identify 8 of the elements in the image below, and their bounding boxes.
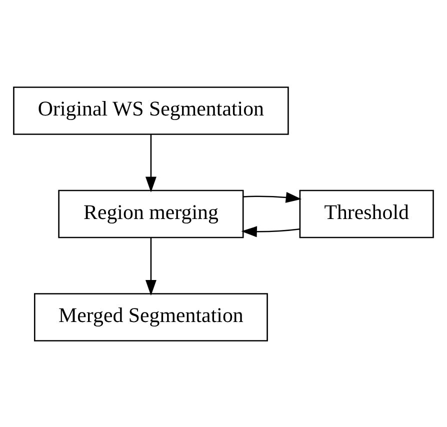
- arrow: [241, 226, 300, 237]
- node-box: Original WS Segmentation: [13, 86, 289, 134]
- node-box: Region merging: [58, 189, 244, 238]
- arrow: [145, 237, 156, 296]
- arrow: [145, 134, 156, 192]
- arrow: [243, 192, 302, 202]
- node-box: Merged Segmentation: [34, 292, 268, 341]
- node-box: Threshold: [299, 189, 434, 238]
